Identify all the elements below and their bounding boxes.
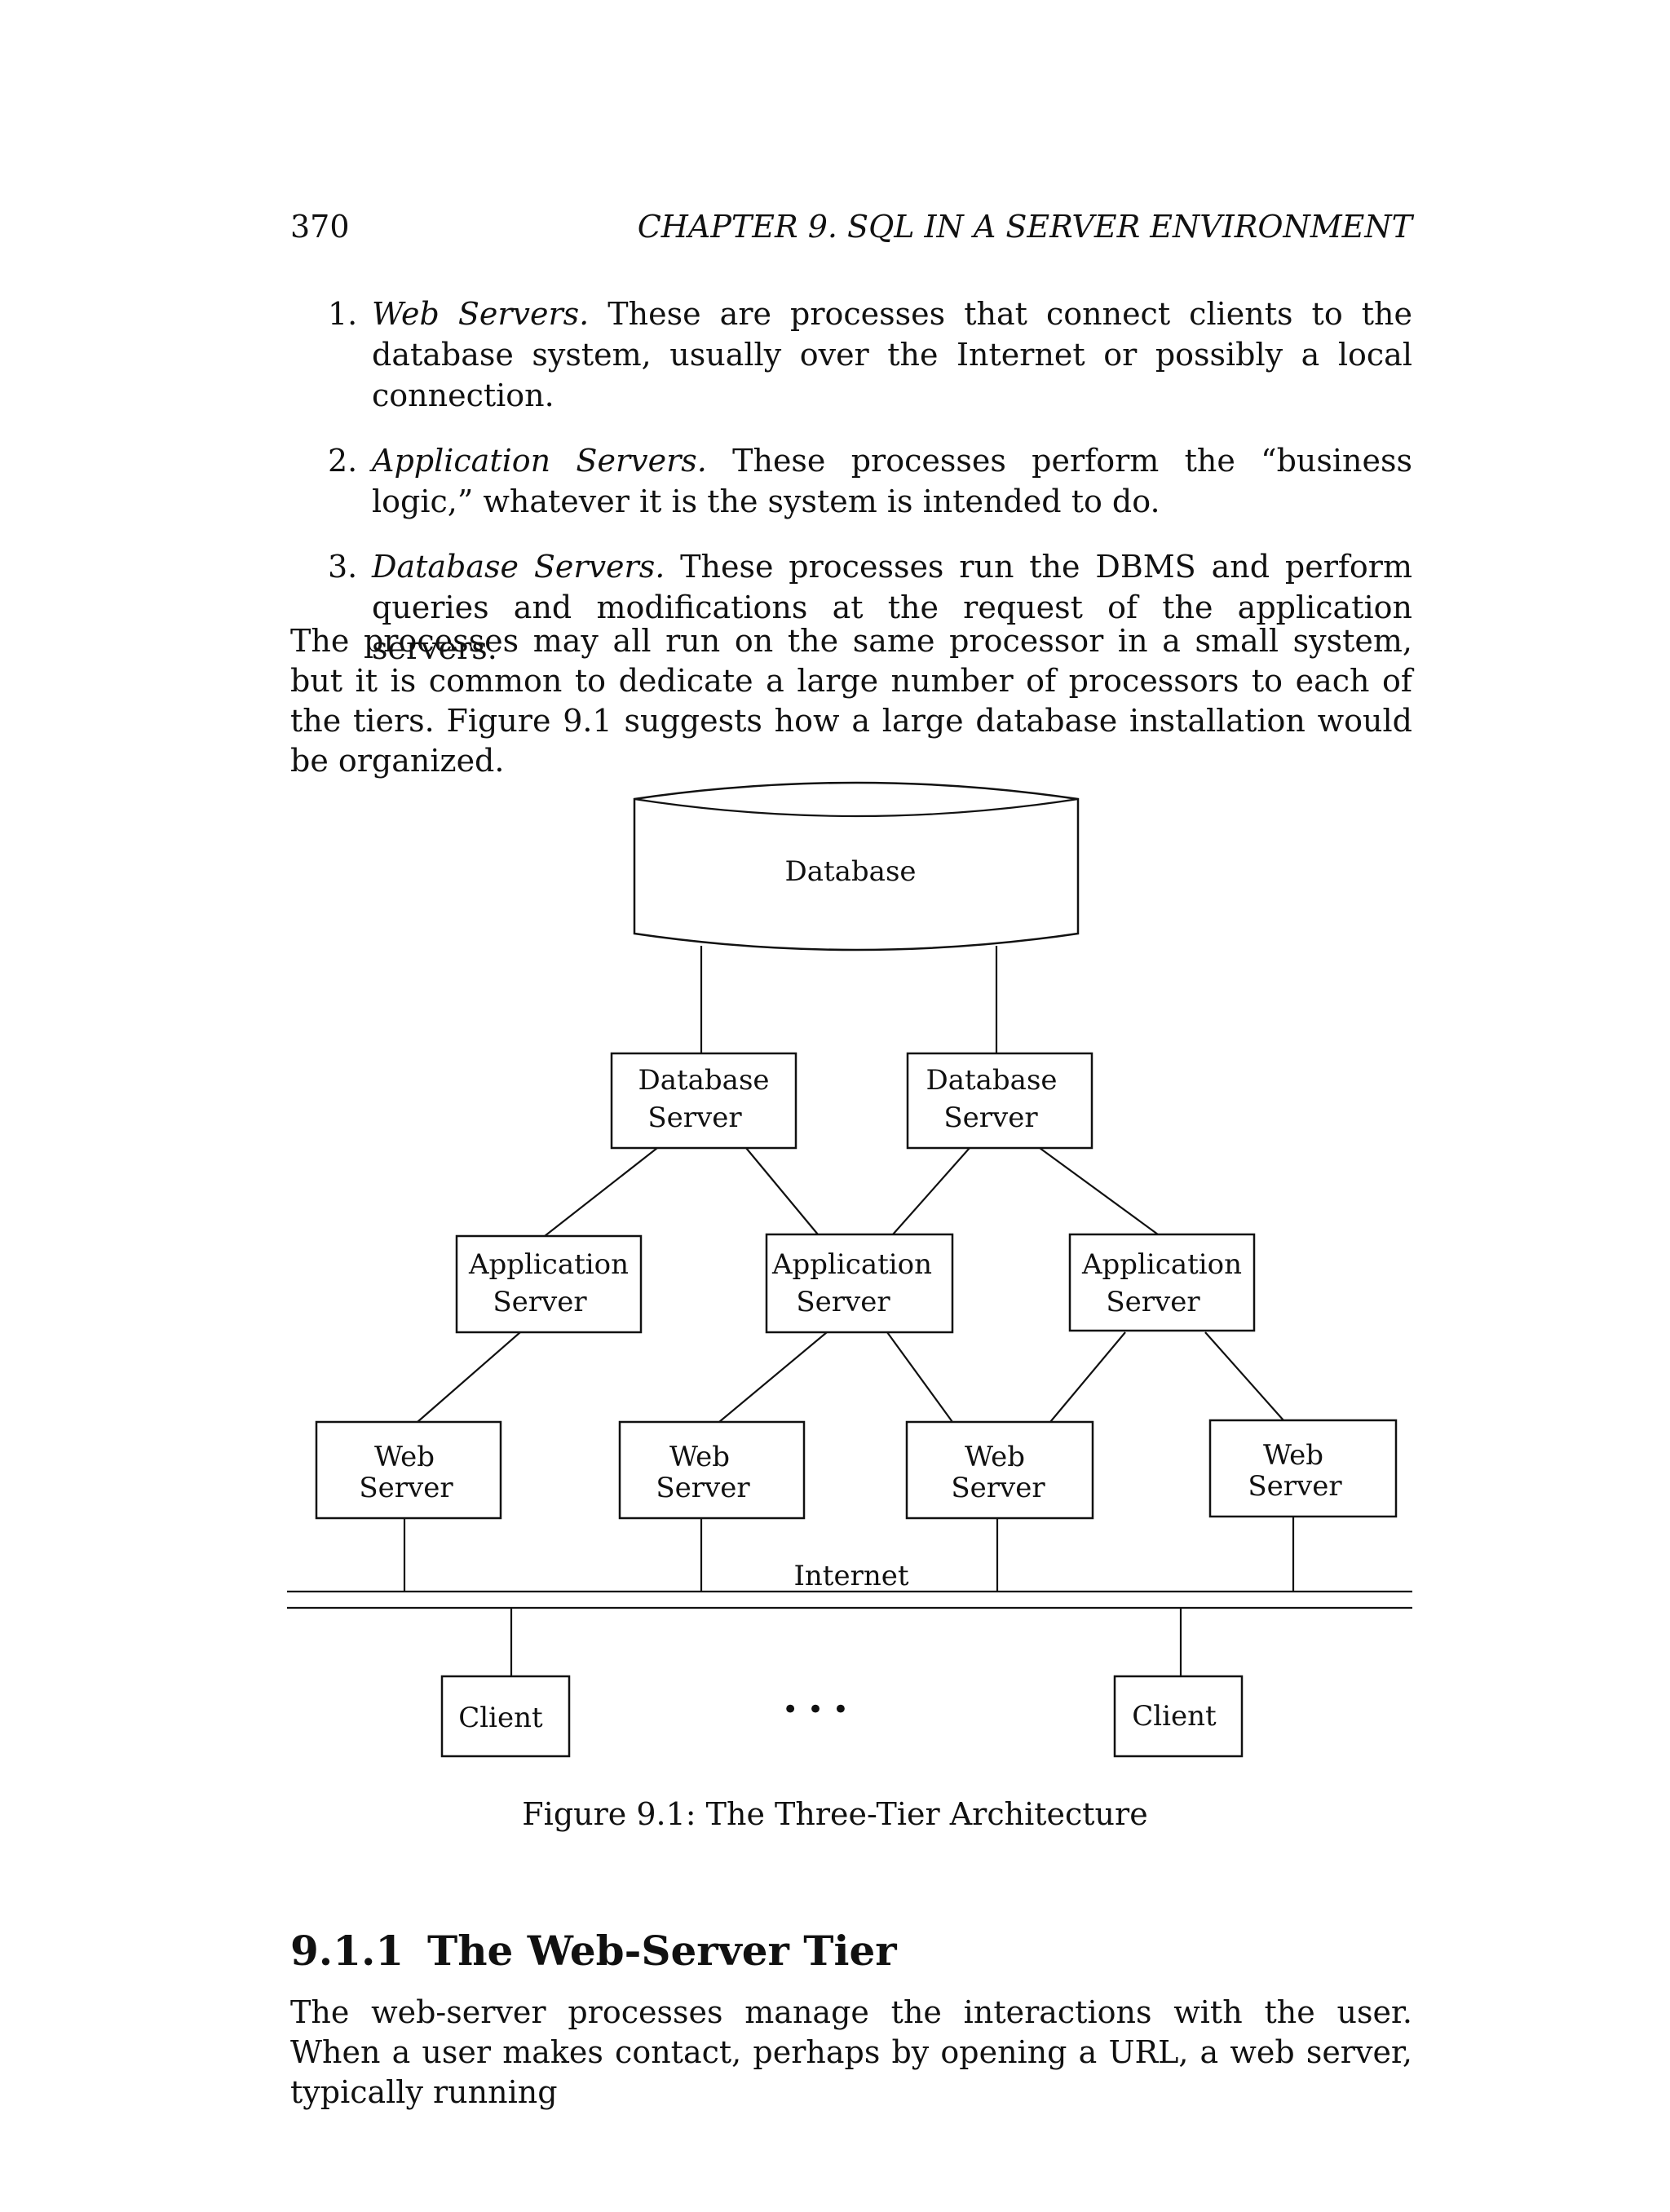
db-server-label-line2: Server	[943, 1102, 1038, 1134]
web-server-label-line1: Web	[374, 1441, 435, 1473]
body-paragraph: The web-server processes manage the inte…	[290, 1994, 1412, 2110]
connector-line	[1039, 1147, 1159, 1235]
database-server-box	[906, 1052, 1093, 1150]
connector-line	[718, 1331, 828, 1423]
page-number: 370	[290, 209, 350, 245]
figure-caption: Figure 9.1: The Three-Tier Architecture	[522, 1796, 1148, 1832]
web-server-box	[905, 1420, 1094, 1520]
connector-line	[892, 1147, 970, 1235]
tier-list: 1. Web Servers. These are processes that…	[290, 294, 1412, 693]
list-term: Database Servers.	[372, 549, 665, 585]
database-cylinder-rim	[634, 797, 1079, 818]
list-text: These processes run the DBMS and perform…	[372, 549, 1413, 666]
app-server-label-line1: Application	[771, 1248, 932, 1281]
section-number: 9.1.1	[290, 1927, 404, 1975]
connector-line	[1049, 1331, 1126, 1423]
connector-line	[1204, 1331, 1284, 1421]
web-server-label-line2: Server	[656, 1472, 750, 1504]
connector-line	[544, 1147, 658, 1237]
chapter-title: CHAPTER 9. SQL IN A SERVER ENVIRONMENT	[637, 209, 1412, 245]
list-term: Application Servers.	[372, 443, 707, 479]
client-box	[440, 1675, 571, 1758]
section-heading: 9.1.1 The Web-Server Tier	[290, 1924, 897, 1978]
list-number: 2.	[328, 443, 358, 479]
web-server-box	[315, 1420, 502, 1520]
application-server-box	[1068, 1233, 1256, 1332]
web-server-box	[618, 1420, 806, 1520]
web-server-label-line1: Web	[1263, 1439, 1323, 1472]
web-server-label-line1: Web	[669, 1441, 730, 1473]
list-number: 1.	[328, 296, 358, 332]
app-server-label-line1: Application	[1081, 1248, 1242, 1281]
db-server-label-line1: Database	[926, 1064, 1057, 1097]
list-item: 2. Application Servers. These processes …	[290, 440, 1412, 522]
database-label: Database	[784, 855, 916, 888]
web-server-label-line1: Web	[965, 1441, 1025, 1473]
list-number: 3.	[328, 549, 358, 585]
db-server-label-line2: Server	[647, 1102, 742, 1134]
database-cylinder	[633, 781, 1080, 951]
web-server-label-line2: Server	[951, 1472, 1045, 1504]
ellipsis: • • •	[782, 1693, 849, 1726]
application-server-box	[455, 1234, 643, 1334]
app-server-label-line2: Server	[796, 1286, 890, 1318]
list-text: These are processes that connect clients…	[372, 296, 1412, 413]
client-box	[1113, 1675, 1244, 1758]
database-server-box	[610, 1052, 797, 1150]
client-label: Client	[458, 1702, 543, 1734]
app-server-label-line1: Application	[468, 1248, 629, 1281]
connector-line	[417, 1331, 521, 1423]
web-server-box	[1208, 1419, 1398, 1518]
internet-label: Internet	[793, 1560, 908, 1592]
application-server-box	[765, 1233, 954, 1334]
web-server-label-line2: Server	[1248, 1470, 1342, 1503]
db-server-label-line1: Database	[638, 1064, 769, 1097]
app-server-label-line2: Server	[493, 1286, 587, 1318]
web-server-label-line2: Server	[359, 1472, 453, 1504]
list-text: These processes perform the “business lo…	[372, 443, 1412, 519]
list-item: 1. Web Servers. These are processes that…	[290, 294, 1412, 416]
connector-line	[886, 1331, 953, 1423]
running-header: 370 CHAPTER 9. SQL IN A SERVER ENVIRONME…	[290, 202, 1412, 251]
app-server-label-line2: Server	[1106, 1286, 1200, 1318]
client-label: Client	[1132, 1700, 1217, 1733]
list-term: Web Servers.	[372, 296, 590, 332]
connector-line	[745, 1147, 819, 1235]
list-item: 3. Database Servers. These processes run…	[290, 546, 1412, 669]
section-title: The Web-Server Tier	[427, 1927, 897, 1975]
body-paragraph: The processes may all run on the same pr…	[290, 623, 1412, 779]
